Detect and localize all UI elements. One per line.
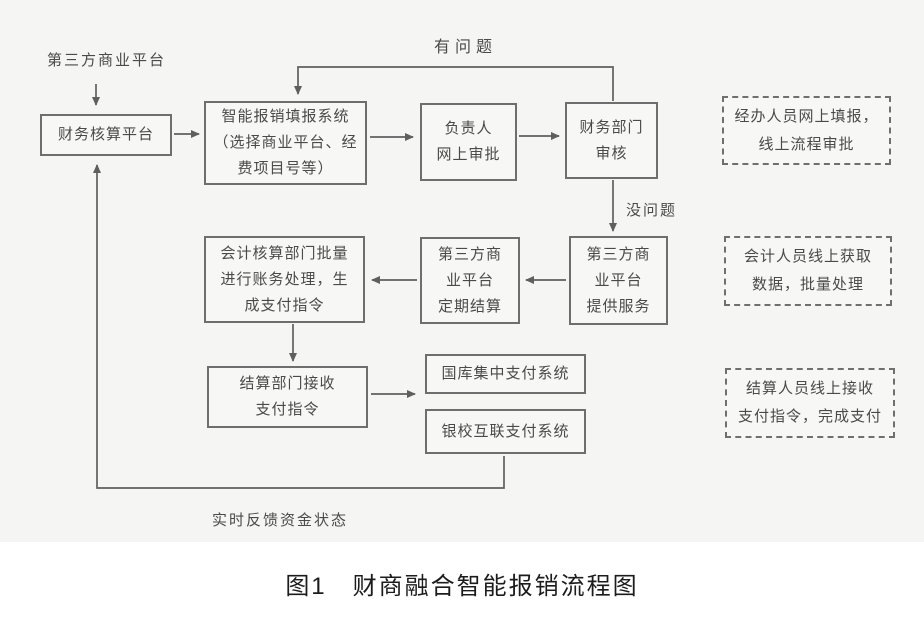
label-realtime-feedback: 实时反馈资金状态 <box>212 512 349 529</box>
node-third-party-periodic-settlement: 第三方商 业平台 定期结算 <box>420 237 520 324</box>
flow-arrows <box>92 66 617 489</box>
annotation-settlement-staff-complete-payment: 结算人员线上接收 支付指令，完成支付 <box>725 368 895 438</box>
annotation-online-filling-approval: 经办人员网上填报， 线上流程审批 <box>722 96 891 165</box>
node-treasury-centralized-payment-system: 国库集中支付系统 <box>425 354 586 394</box>
node-smart-reimbursement-system: 智能报销填报系统 （选择商业平台、经 费项目号等） <box>204 101 367 185</box>
node-finance-dept-review: 财务部门 审核 <box>565 102 658 179</box>
label-no-problem: 没问题 <box>626 202 678 219</box>
node-supervisor-online-approval: 负责人 网上审批 <box>420 103 517 181</box>
arrow-realtime-feedback-loop <box>93 164 505 489</box>
node-accounting-dept-batch-processing: 会计核算部门批量 进行账务处理，生 成支付指令 <box>204 236 365 323</box>
label-third-party-platform: 第三方商业平台 <box>47 52 167 69</box>
figure-caption: 图1 财商融合智能报销流程图 <box>285 573 639 600</box>
arrow-has-problem-feedback <box>294 66 614 101</box>
node-bank-school-payment-system: 银校互联支付系统 <box>425 409 586 454</box>
label-has-problem: 有问题 <box>434 39 498 56</box>
annotation-accountant-batch-processing: 会计人员线上获取 数据，批量处理 <box>724 236 892 306</box>
node-settlement-dept-receive-order: 结算部门接收 支付指令 <box>207 366 368 428</box>
flowchart-scan-area: 第三方商业平台 有问题 没问题 实时反馈资金状态 财务核算平台 智能报销填报系统… <box>0 0 924 542</box>
node-third-party-provides-service: 第三方商 业平台 提供服务 <box>569 236 668 325</box>
node-finance-accounting-platform: 财务核算平台 <box>40 114 172 156</box>
